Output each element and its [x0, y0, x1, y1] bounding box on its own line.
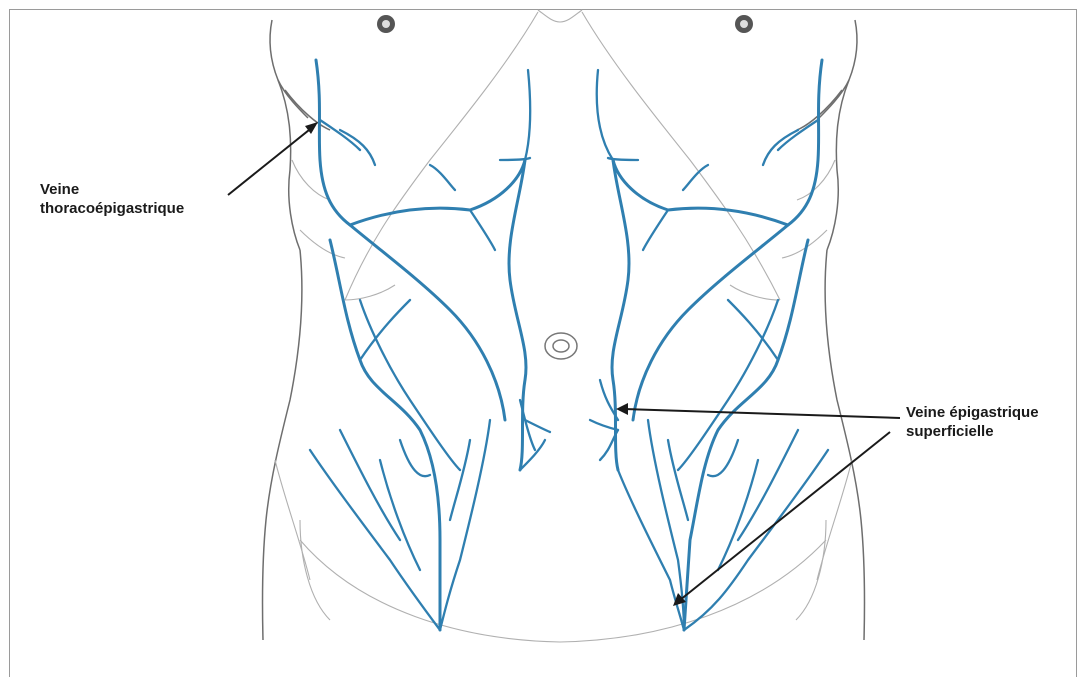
label-thoraco-line1: Veine: [40, 180, 184, 199]
torso-outline: [262, 10, 864, 642]
label-superficial-epigastric-vein: Veine épigastrique superficielle: [906, 403, 1039, 441]
arrow-epi-upper: [616, 403, 900, 418]
label-thoraco-line2: thoracoépigastrique: [40, 199, 184, 218]
label-epi-line1: Veine épigastrique: [906, 403, 1039, 422]
arrow-epi-lower: [673, 432, 890, 606]
veins-left: [310, 60, 550, 630]
label-epi-line2: superficielle: [906, 422, 1039, 441]
nipple-left: [377, 15, 395, 33]
veins-right: [590, 60, 828, 630]
arrow-thoraco: [228, 122, 318, 195]
umbilicus: [545, 333, 577, 359]
label-thoracoepigastric-vein: Veine thoracoépigastrique: [40, 180, 184, 218]
nipple-right: [735, 15, 753, 33]
